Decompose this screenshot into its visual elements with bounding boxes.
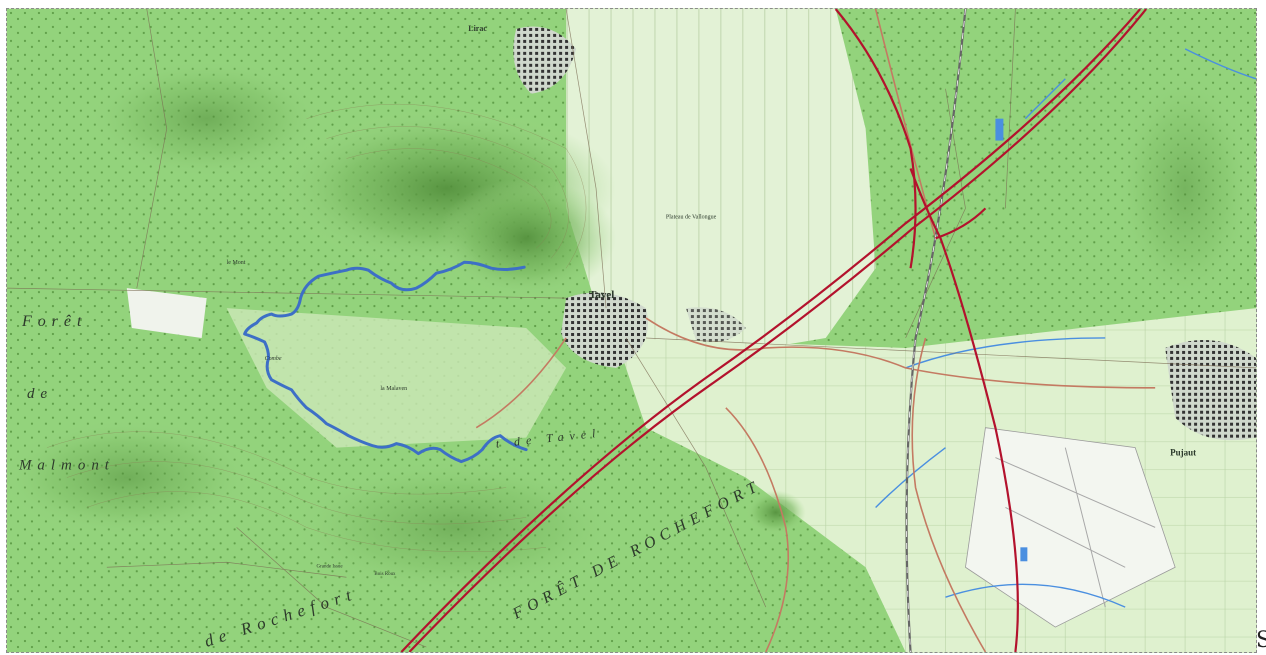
label-tavel: Tavel bbox=[589, 289, 614, 301]
relief-hillock bbox=[745, 490, 806, 535]
label-foret-west: Forêt bbox=[21, 313, 87, 330]
relief-south-west bbox=[7, 417, 257, 538]
label-malmont: Malmont bbox=[18, 458, 115, 474]
label-le-mont: le Mont bbox=[227, 260, 246, 266]
pujaut-town[interactable] bbox=[1165, 339, 1256, 441]
corner-letter: S bbox=[1256, 628, 1266, 653]
label-pujaut: Pujaut bbox=[1170, 448, 1196, 458]
topographic-map[interactable]: Tavel Pujaut Lirac FORÊT DE ROCHEFORT de… bbox=[6, 8, 1257, 653]
relief-east bbox=[1115, 68, 1256, 309]
hamlet-east bbox=[685, 307, 746, 343]
map-canvas[interactable]: Tavel Pujaut Lirac FORÊT DE ROCHEFORT de… bbox=[7, 9, 1256, 652]
motorway bbox=[400, 9, 1148, 652]
label-lirac: Lirac bbox=[468, 24, 487, 33]
label-combe: Combe bbox=[265, 356, 282, 362]
label-grande-issue: Grande Issue bbox=[317, 564, 344, 569]
clearing bbox=[126, 288, 207, 338]
label-bois-roux: Bois Roux bbox=[374, 572, 396, 577]
aerodrome-runways bbox=[995, 447, 1156, 608]
label-malaven: la Malaven bbox=[380, 386, 407, 392]
tavel-town[interactable] bbox=[561, 292, 648, 368]
label-plateau: Plateau de Vallongue bbox=[666, 214, 717, 220]
label-de: de bbox=[27, 386, 53, 402]
plain-fields-north bbox=[566, 9, 876, 358]
relief-south bbox=[286, 457, 627, 598]
contour-lines bbox=[46, 103, 587, 553]
hiking-track[interactable] bbox=[243, 260, 528, 464]
railway-dash bbox=[906, 9, 966, 652]
lirac-town[interactable] bbox=[513, 26, 577, 94]
pond bbox=[1020, 547, 1028, 562]
relief-north-east bbox=[436, 178, 617, 299]
minor-roads bbox=[7, 9, 1256, 648]
reservoir bbox=[995, 118, 1004, 141]
relief-north-west bbox=[86, 58, 327, 179]
secondary-roads bbox=[475, 9, 1156, 652]
